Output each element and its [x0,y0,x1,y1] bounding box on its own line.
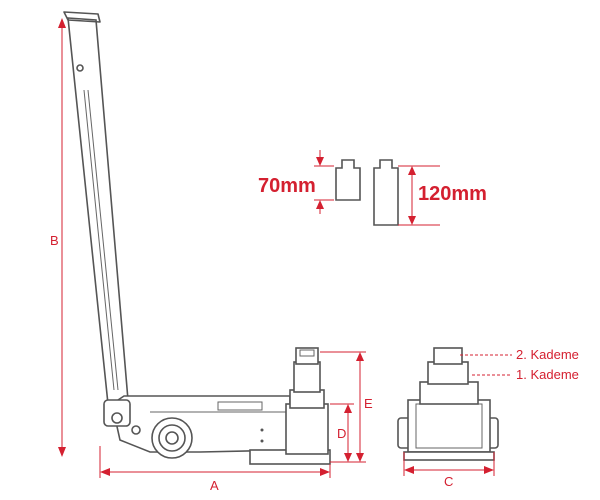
handle-inner-rod [83,89,115,391]
dimension-a: A [99,446,331,493]
dim-d-arrow-bottom [344,453,352,462]
adapter-120-label: 120mm [418,183,487,205]
dimension-c: C [403,452,495,489]
handle-bar [67,17,129,405]
rivet-icon [260,428,264,432]
front-stage-2-ram [433,347,463,365]
adapter-120-body [373,159,399,226]
dim-c-arrow-left [404,466,414,474]
adapter-70-label: 70mm [258,175,316,197]
dim-e-label: E [364,396,373,411]
adapter-70-body [335,159,361,201]
front-wheel-hub [158,424,186,452]
stage-1-ram [293,361,321,393]
adapter-120-arrow-bottom [408,216,416,225]
rivet-2-icon [260,439,264,443]
dim-d-arrow-top [344,404,352,413]
jack-front-view [397,347,499,461]
dim-c-arrow-right [484,466,494,474]
front-base [403,451,495,461]
dim-b-arrow-bottom [58,447,66,457]
chassis-frame [111,395,291,453]
dim-a-arrow-right [320,468,330,476]
dim-c-label: C [444,474,453,489]
pivot-bolt-icon [111,412,123,424]
front-wheel-axle-icon [165,431,179,445]
stage-2-label: 2. Kademe [516,347,579,362]
body-plate [217,401,263,411]
adapter-short: 70mm [258,150,361,214]
dim-b-arrow-top [58,18,66,28]
dimension-e: E [320,351,373,463]
handle-inner-rod-2 [87,89,119,391]
cylinder-housing [285,403,329,455]
dim-a-arrow-left [100,468,110,476]
front-wheel [151,417,193,459]
handle-grip [63,11,101,23]
dim-d-label: D [337,426,346,441]
jack-body [103,347,331,465]
front-stage-1-ram [427,361,469,385]
front-frame [407,399,491,453]
dim-b-label: B [50,233,59,248]
front-cylinder-collar [419,381,479,405]
saddle [299,349,315,357]
dim-a-label: A [210,478,219,493]
dim-e-arrow-top [356,352,364,361]
adapter-long: 120mm [373,159,487,226]
handle-hole-icon [76,64,84,72]
dimension-b: B [50,18,66,457]
pivot-bolt-2-icon [131,425,141,435]
stage-1-label: 1. Kademe [516,367,579,382]
adapter-70-arrow-top [316,157,324,166]
stage-callouts: 2. Kademe 1. Kademe [460,347,579,382]
adapter-120-arrow-top [408,166,416,175]
dimension-d: D [330,403,354,463]
dim-e-arrow-bottom [356,453,364,462]
jack-handle [63,11,129,405]
adapter-70-arrow-bottom [316,200,324,209]
